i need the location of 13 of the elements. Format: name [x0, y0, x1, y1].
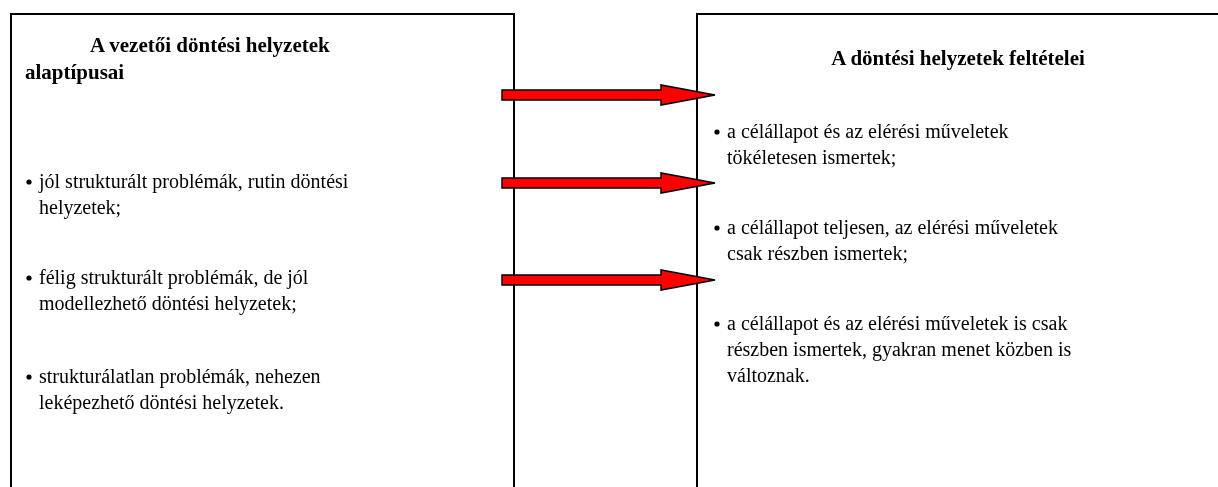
- text-panel: [696, 13, 1218, 487]
- list-item-text: strukturálatlan problémák, nehezen leképezhető döntési helyzetek.: [39, 365, 321, 413]
- block-arrow: [501, 172, 716, 194]
- block-arrow: [501, 84, 716, 106]
- block-arrow: [501, 269, 716, 291]
- list-item-text: jól strukturált problémák, rutin döntési helyzetek;: [39, 170, 349, 218]
- text-panel: [10, 13, 515, 487]
- panel-heading: A döntési helyzetek feltételei: [830, 45, 1086, 72]
- list-item-text: a célállapot és az elérési műveletek is csak részben ismertek, gyakran menet közben is változnak.: [727, 312, 1072, 386]
- list-item-text: a célállapot teljesen, az elérési műveletek csak részben ismertek;: [727, 216, 1058, 264]
- panel-heading: A vezetői döntési helyzetek alaptípusai: [25, 32, 331, 86]
- list-item-text: félig strukturált problémák, de jól modellezhető döntési helyzetek;: [39, 266, 309, 314]
- list-item-text: a célállapot és az elérési műveletek tökéletesen ismertek;: [727, 120, 1009, 168]
